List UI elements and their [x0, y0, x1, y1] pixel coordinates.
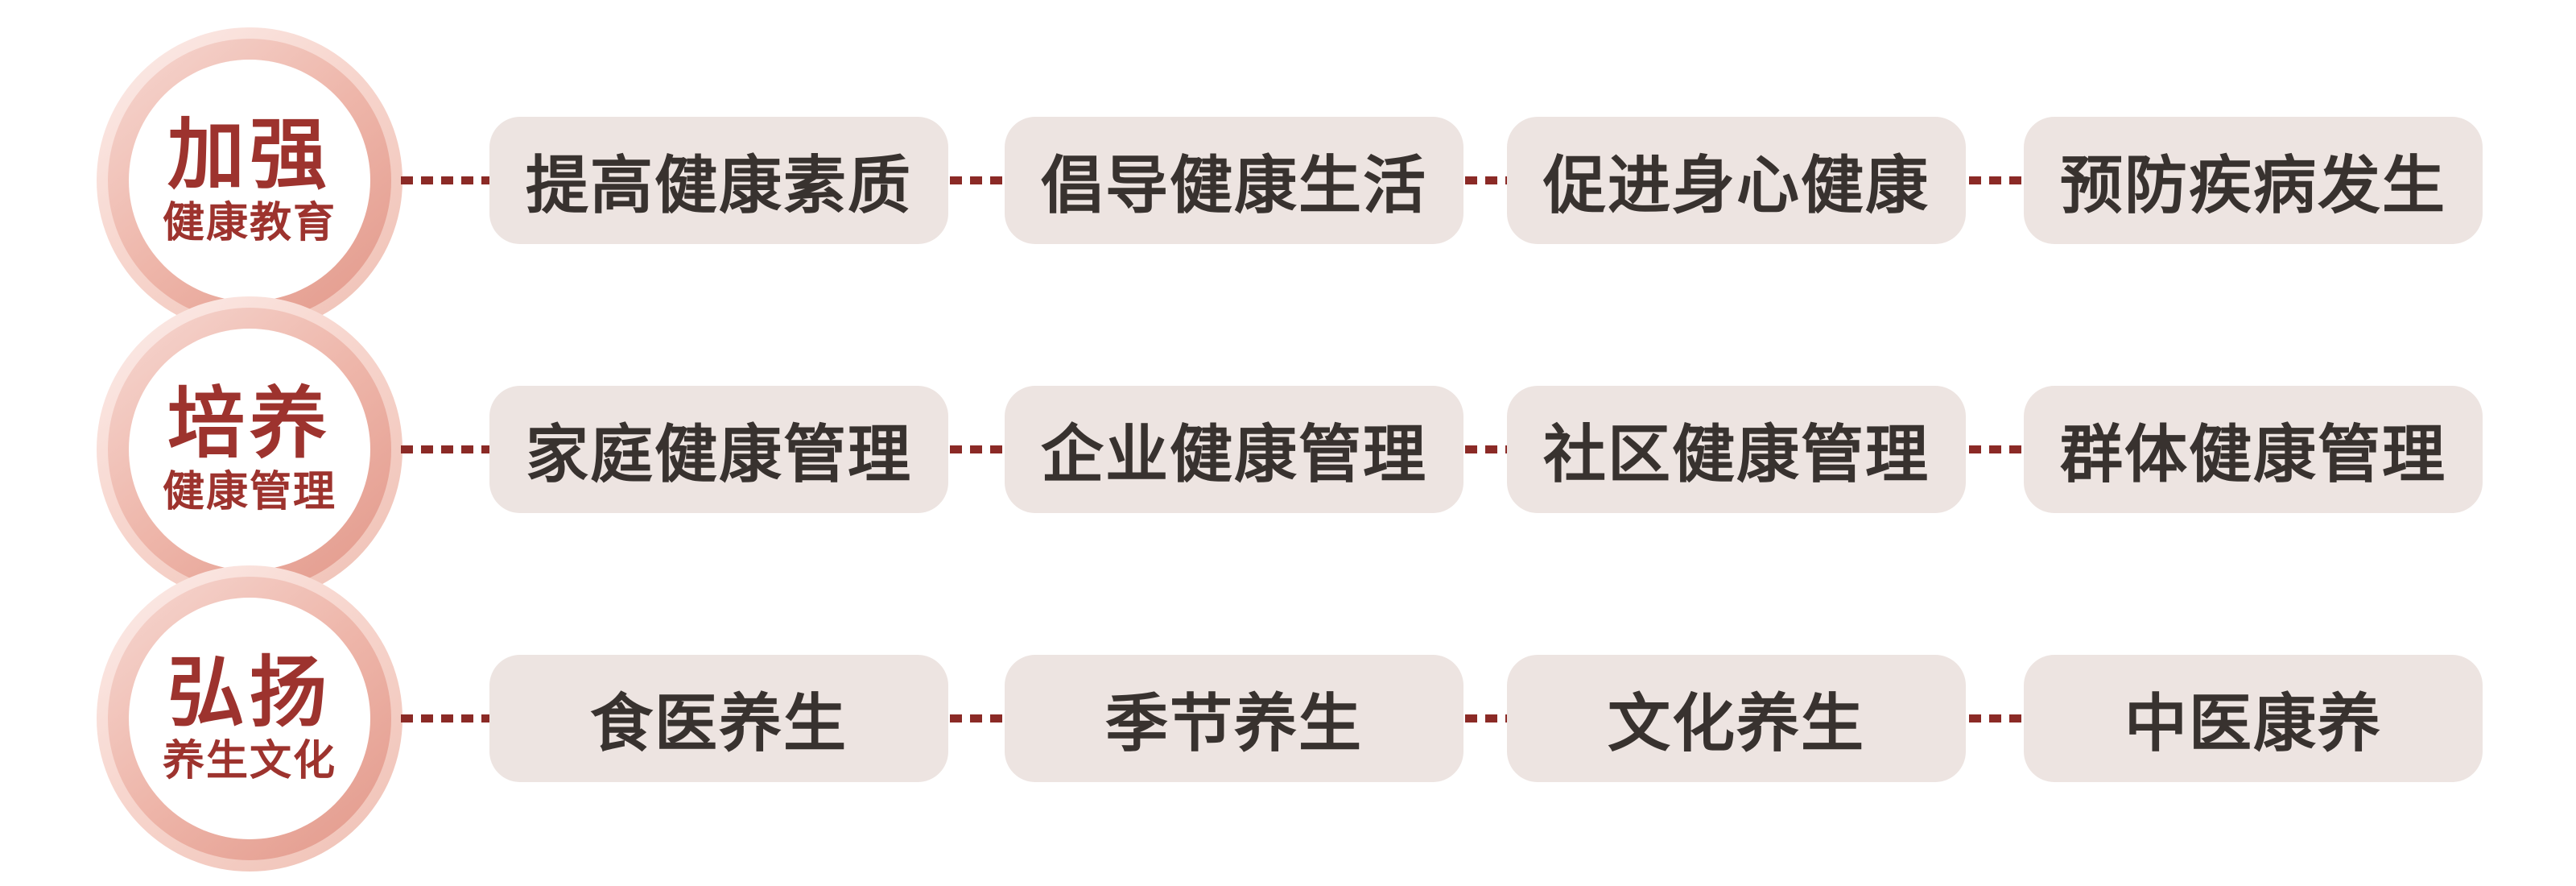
topic-label: 提高健康素质	[525, 150, 912, 221]
dashed-connector	[950, 445, 1005, 453]
topic-box: 促进身心健康	[1507, 117, 1966, 244]
topic-box: 预防疾病发生	[2024, 117, 2483, 244]
dashed-connector	[950, 714, 1005, 722]
topic-box: 群体健康管理	[2024, 386, 2483, 513]
topic-label: 预防疾病发生	[2059, 150, 2446, 221]
circle-face: 加强 健康教育	[129, 60, 370, 301]
topic-box: 企业健康管理	[1005, 386, 1463, 513]
topic-label: 季节养生	[1104, 688, 1363, 759]
dashed-connector	[1969, 714, 2024, 722]
topic-label: 社区健康管理	[1542, 419, 1930, 490]
topic-box: 家庭健康管理	[489, 386, 948, 513]
dashed-connector	[1969, 445, 2024, 453]
dashed-connector	[950, 176, 1005, 184]
keyword-circle-health-management: 培养 健康管理	[97, 296, 402, 602]
topic-box: 中医康养	[2024, 655, 2483, 782]
keyword-circle-wellness-culture: 弘扬 养生文化	[97, 565, 402, 872]
circle-subtitle: 养生文化	[162, 738, 336, 785]
circle-subtitle: 健康教育	[162, 200, 336, 246]
topic-label: 中医康养	[2124, 688, 2382, 759]
topic-box: 食医养生	[489, 655, 948, 782]
topic-label: 群体健康管理	[2059, 419, 2446, 490]
dashed-connector	[401, 176, 489, 184]
topic-label: 文化养生	[1607, 688, 1865, 759]
dashed-connector	[1465, 445, 1507, 453]
keyword-circle-health-education: 加强 健康教育	[97, 27, 402, 333]
topic-box: 倡导健康生活	[1005, 117, 1463, 244]
circle-title: 培养	[167, 381, 332, 467]
topic-box: 提高健康素质	[489, 117, 948, 244]
circle-face: 培养 健康管理	[129, 329, 370, 570]
dashed-connector	[1969, 176, 2024, 184]
topic-box: 季节养生	[1005, 655, 1463, 782]
dashed-connector	[1465, 714, 1507, 722]
topic-label: 倡导健康生活	[1040, 150, 1427, 221]
dashed-connector	[401, 445, 489, 453]
topic-label: 食医养生	[589, 688, 848, 759]
dashed-connector	[1465, 176, 1507, 184]
topic-box: 社区健康管理	[1507, 386, 1966, 513]
topic-label: 促进身心健康	[1542, 150, 1930, 221]
circle-title: 弘扬	[167, 650, 332, 736]
circle-subtitle: 健康管理	[162, 469, 336, 515]
circle-face: 弘扬 养生文化	[129, 598, 370, 839]
circle-title: 加强	[167, 112, 332, 198]
dashed-connector	[401, 714, 489, 722]
topic-label: 企业健康管理	[1040, 419, 1427, 490]
topic-label: 家庭健康管理	[525, 419, 912, 490]
topic-box: 文化养生	[1507, 655, 1966, 782]
